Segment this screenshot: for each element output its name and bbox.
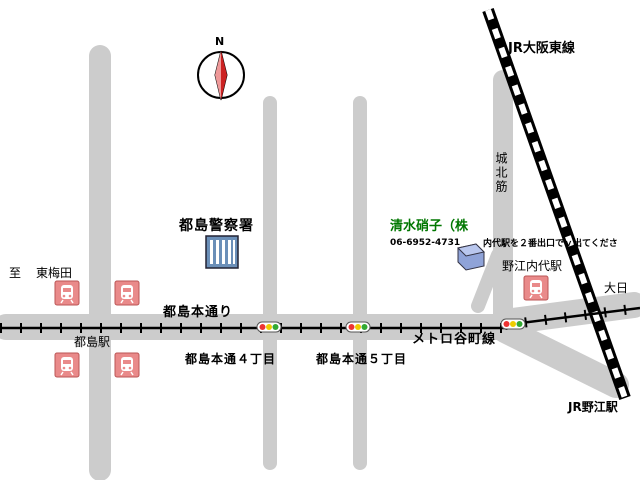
compass-icon [197,50,245,101]
metro-line [0,303,640,333]
metro-tanimachi-line-label: メトロ谷町線 [412,332,497,347]
road-east-lower [492,317,629,398]
station-icon [54,280,80,306]
station-icon [523,275,549,301]
traffic-signal-icon [345,321,371,333]
company-directions-note: 内代駅を２番出口でｖ出てくださ [483,239,618,249]
miyakojima-hondori-label: 都島本通り [163,305,234,320]
company-name-label: 清水硝子（株 [390,219,469,234]
noe-uchindai-station-label: 野江内代駅 [502,259,563,273]
jr-osaka-higashi-line-label: JR大阪東線 [508,41,575,56]
police-building-icon [205,235,239,269]
station-icons [54,275,549,378]
road-east-upper [492,292,640,335]
shirokita-suji-label: 城北筋 [494,152,508,194]
station-icon [114,280,140,306]
station-icon [54,352,80,378]
miyakojima-station-label: 都島駅 [74,335,111,349]
company-building-icon [457,243,485,271]
company-phone-label: 06-6952-4731 [390,238,461,248]
station-icon [114,352,140,378]
compass-north-label: N [215,35,225,48]
jr-noe-station-label: JR野江駅 [568,400,618,414]
to-prefix-label: 至 [9,266,22,280]
intersection-chome4-label: 都島本通４丁目 [185,352,277,366]
dainichi-label: 大日 [604,281,629,295]
traffic-signal-icon [256,321,282,333]
higashi-umeda-label: 東梅田 [36,266,73,280]
traffic-signal-icon [500,318,526,330]
police-station-label: 都島警察署 [179,218,254,234]
intersection-chome5-label: 都島本通５丁目 [316,352,408,366]
jr-railway [482,8,631,400]
road-spur [471,248,505,313]
